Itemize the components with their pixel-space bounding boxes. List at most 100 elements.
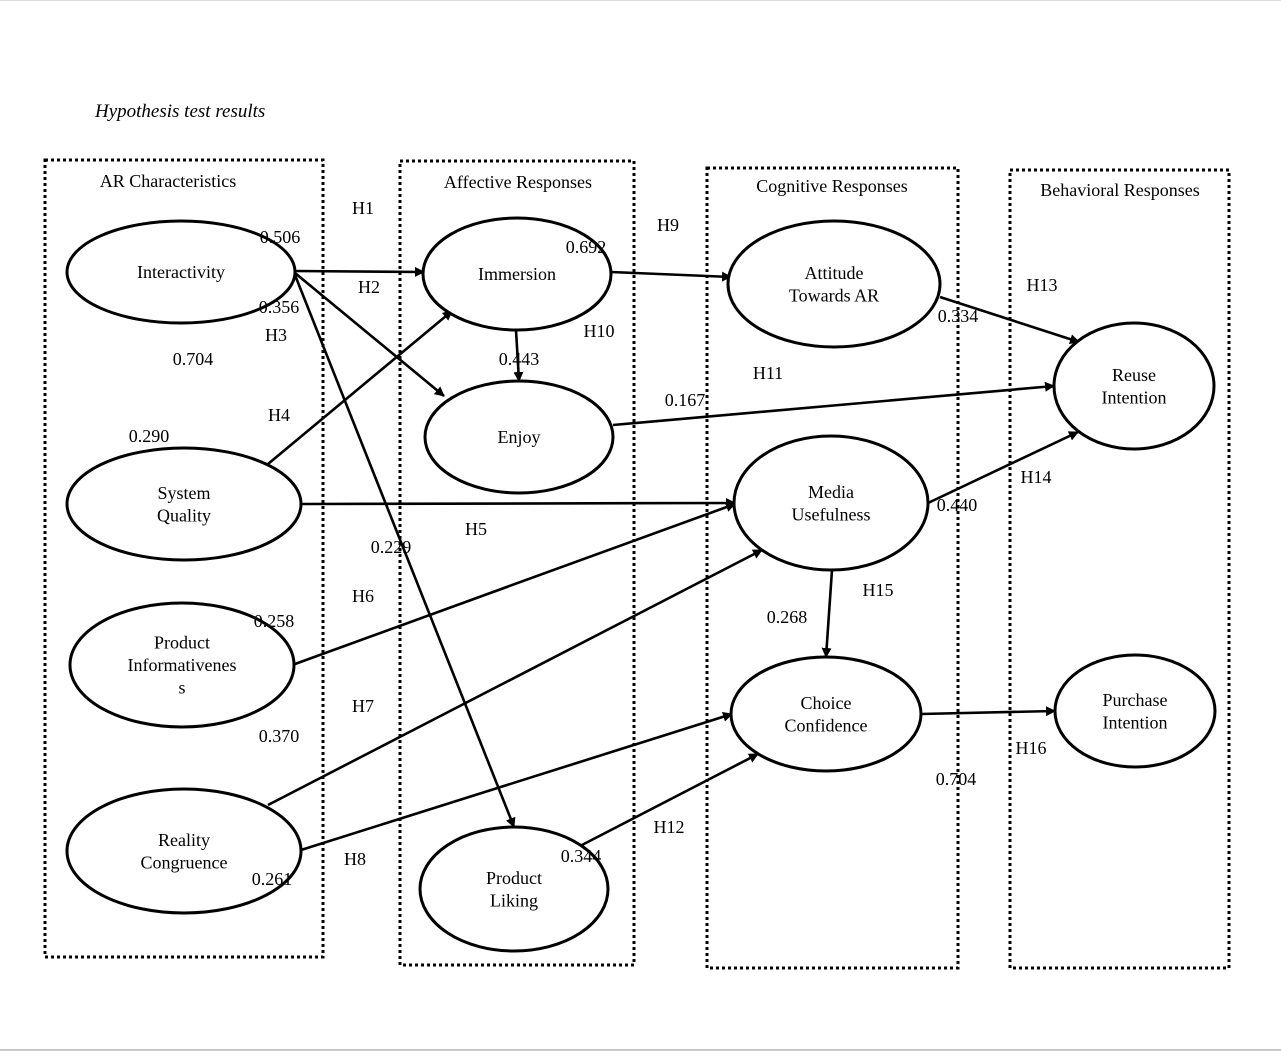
group-box — [1008, 168, 1231, 970]
path-h10 — [513, 329, 524, 382]
group-box — [398, 159, 636, 967]
path-coefficient: 0.370 — [259, 726, 300, 746]
arrow-product_informativeness-to-media_usefulness — [294, 502, 736, 666]
arrow-product_liking-to-choice_confidence — [579, 752, 759, 848]
path-coefficient: 0.344 — [561, 846, 602, 866]
construct-label: Reality — [158, 830, 210, 850]
page-top-border — [0, 0, 1281, 1]
arrow-media_usefulness-to-choice_confidence — [821, 569, 834, 658]
construct-label: Choice — [801, 693, 852, 713]
path-coefficient: 0.356 — [259, 297, 300, 317]
hypothesis-label: H6 — [352, 586, 374, 606]
arrow-system_quality-to-media_usefulness — [300, 498, 736, 509]
path-h12 — [579, 752, 759, 848]
construct-label: Informativenes — [128, 655, 237, 675]
construct-ellipse — [1053, 653, 1217, 769]
construct-label: Reuse — [1112, 365, 1156, 385]
path-h4 — [267, 310, 453, 465]
construct-label: System — [157, 483, 210, 503]
construct-label: Quality — [157, 505, 211, 525]
construct-label: Immersion — [478, 264, 556, 284]
construct-label: Usefulness — [792, 504, 871, 524]
path-coefficient: 0.290 — [129, 426, 170, 446]
arrow-reality_congruence-to-media_usefulness — [267, 548, 763, 807]
path-h8 — [300, 711, 733, 852]
node-interactivity: Interactivity — [65, 219, 297, 325]
node-enjoy: Enjoy — [423, 379, 615, 495]
path-coefficient: 0.443 — [499, 349, 540, 369]
hypothesis-label: H16 — [1016, 738, 1047, 758]
path-h6 — [294, 502, 736, 666]
path-h5 — [300, 498, 736, 509]
arrow-attitude_towards_ar-to-reuse_intention — [939, 295, 1080, 344]
path-coefficient: 0.692 — [566, 237, 607, 257]
hypothesis-label: H8 — [344, 849, 366, 869]
path-h15 — [821, 569, 834, 658]
arrow-interactivity-to-immersion — [294, 266, 425, 277]
hypothesis-label: H2 — [358, 277, 380, 297]
arrow-choice_confidence-to-purchase_intention — [920, 706, 1056, 717]
arrow-interactivity-to-enjoy — [294, 271, 445, 398]
group-ar: AR Characteristics — [43, 158, 325, 959]
path-coefficient: 0.334 — [938, 306, 979, 326]
path-h3 — [293, 274, 516, 828]
path-coefficient: 0.167 — [665, 390, 706, 410]
arrow-interactivity-to-product_liking — [293, 274, 516, 828]
figure-title: Hypothesis test results — [95, 101, 266, 122]
group-cognitive: Cognitive Responses — [705, 166, 960, 970]
path-h14 — [927, 430, 1079, 505]
construct-label: Attitude — [805, 263, 864, 283]
arrow-reality_congruence-to-choice_confidence — [300, 711, 733, 852]
construct-label: Liking — [490, 890, 538, 910]
construct-label: Confidence — [785, 715, 868, 735]
construct-label: Product — [154, 633, 210, 653]
path-h16 — [920, 706, 1056, 717]
hypothesis-label: H7 — [352, 696, 374, 716]
hypothesis-label: H11 — [753, 363, 783, 383]
path-h7 — [267, 548, 763, 807]
hypothesis-label: H13 — [1027, 275, 1058, 295]
group-label: AR Characteristics — [100, 171, 236, 191]
construct-ellipse — [732, 434, 930, 572]
construct-label: Congruence — [141, 852, 228, 872]
group-behavioral: Behavioral Responses — [1008, 168, 1231, 970]
hypothesis-label: H3 — [265, 325, 287, 345]
path-coefficient: 0.229 — [371, 537, 412, 557]
hypothesis-label: H10 — [584, 321, 615, 341]
hypothesis-label: H4 — [268, 405, 290, 425]
construct-label: Product — [486, 868, 542, 888]
construct-ellipse — [418, 825, 610, 953]
construct-label: Intention — [1103, 712, 1168, 732]
page-bottom-border — [0, 1049, 1281, 1051]
construct-label: s — [178, 678, 185, 698]
arrow-immersion-to-enjoy — [513, 329, 524, 382]
construct-ellipse — [65, 787, 303, 915]
group-label: Affective Responses — [444, 172, 592, 192]
path-h2 — [294, 271, 445, 398]
path-coefficient: 0.506 — [260, 227, 301, 247]
construct-ellipse — [65, 219, 297, 325]
construct-label: Interactivity — [137, 262, 225, 282]
construct-label: Purchase — [1103, 690, 1168, 710]
path-h1 — [294, 266, 425, 277]
node-immersion: Immersion — [421, 216, 613, 332]
construct-ellipse — [729, 655, 923, 773]
hypothesis-label: H14 — [1021, 467, 1052, 487]
path-coefficient: 0.704 — [173, 349, 214, 369]
arrow-enjoy-to-reuse_intention — [612, 381, 1055, 427]
construct-ellipse — [65, 446, 303, 562]
hypothesis-label: H12 — [654, 817, 685, 837]
path-coefficient: 0.440 — [937, 495, 978, 515]
construct-ellipse — [423, 379, 615, 495]
arrow-media_usefulness-to-reuse_intention — [927, 430, 1079, 505]
path-coefficient: 0.261 — [252, 869, 293, 889]
